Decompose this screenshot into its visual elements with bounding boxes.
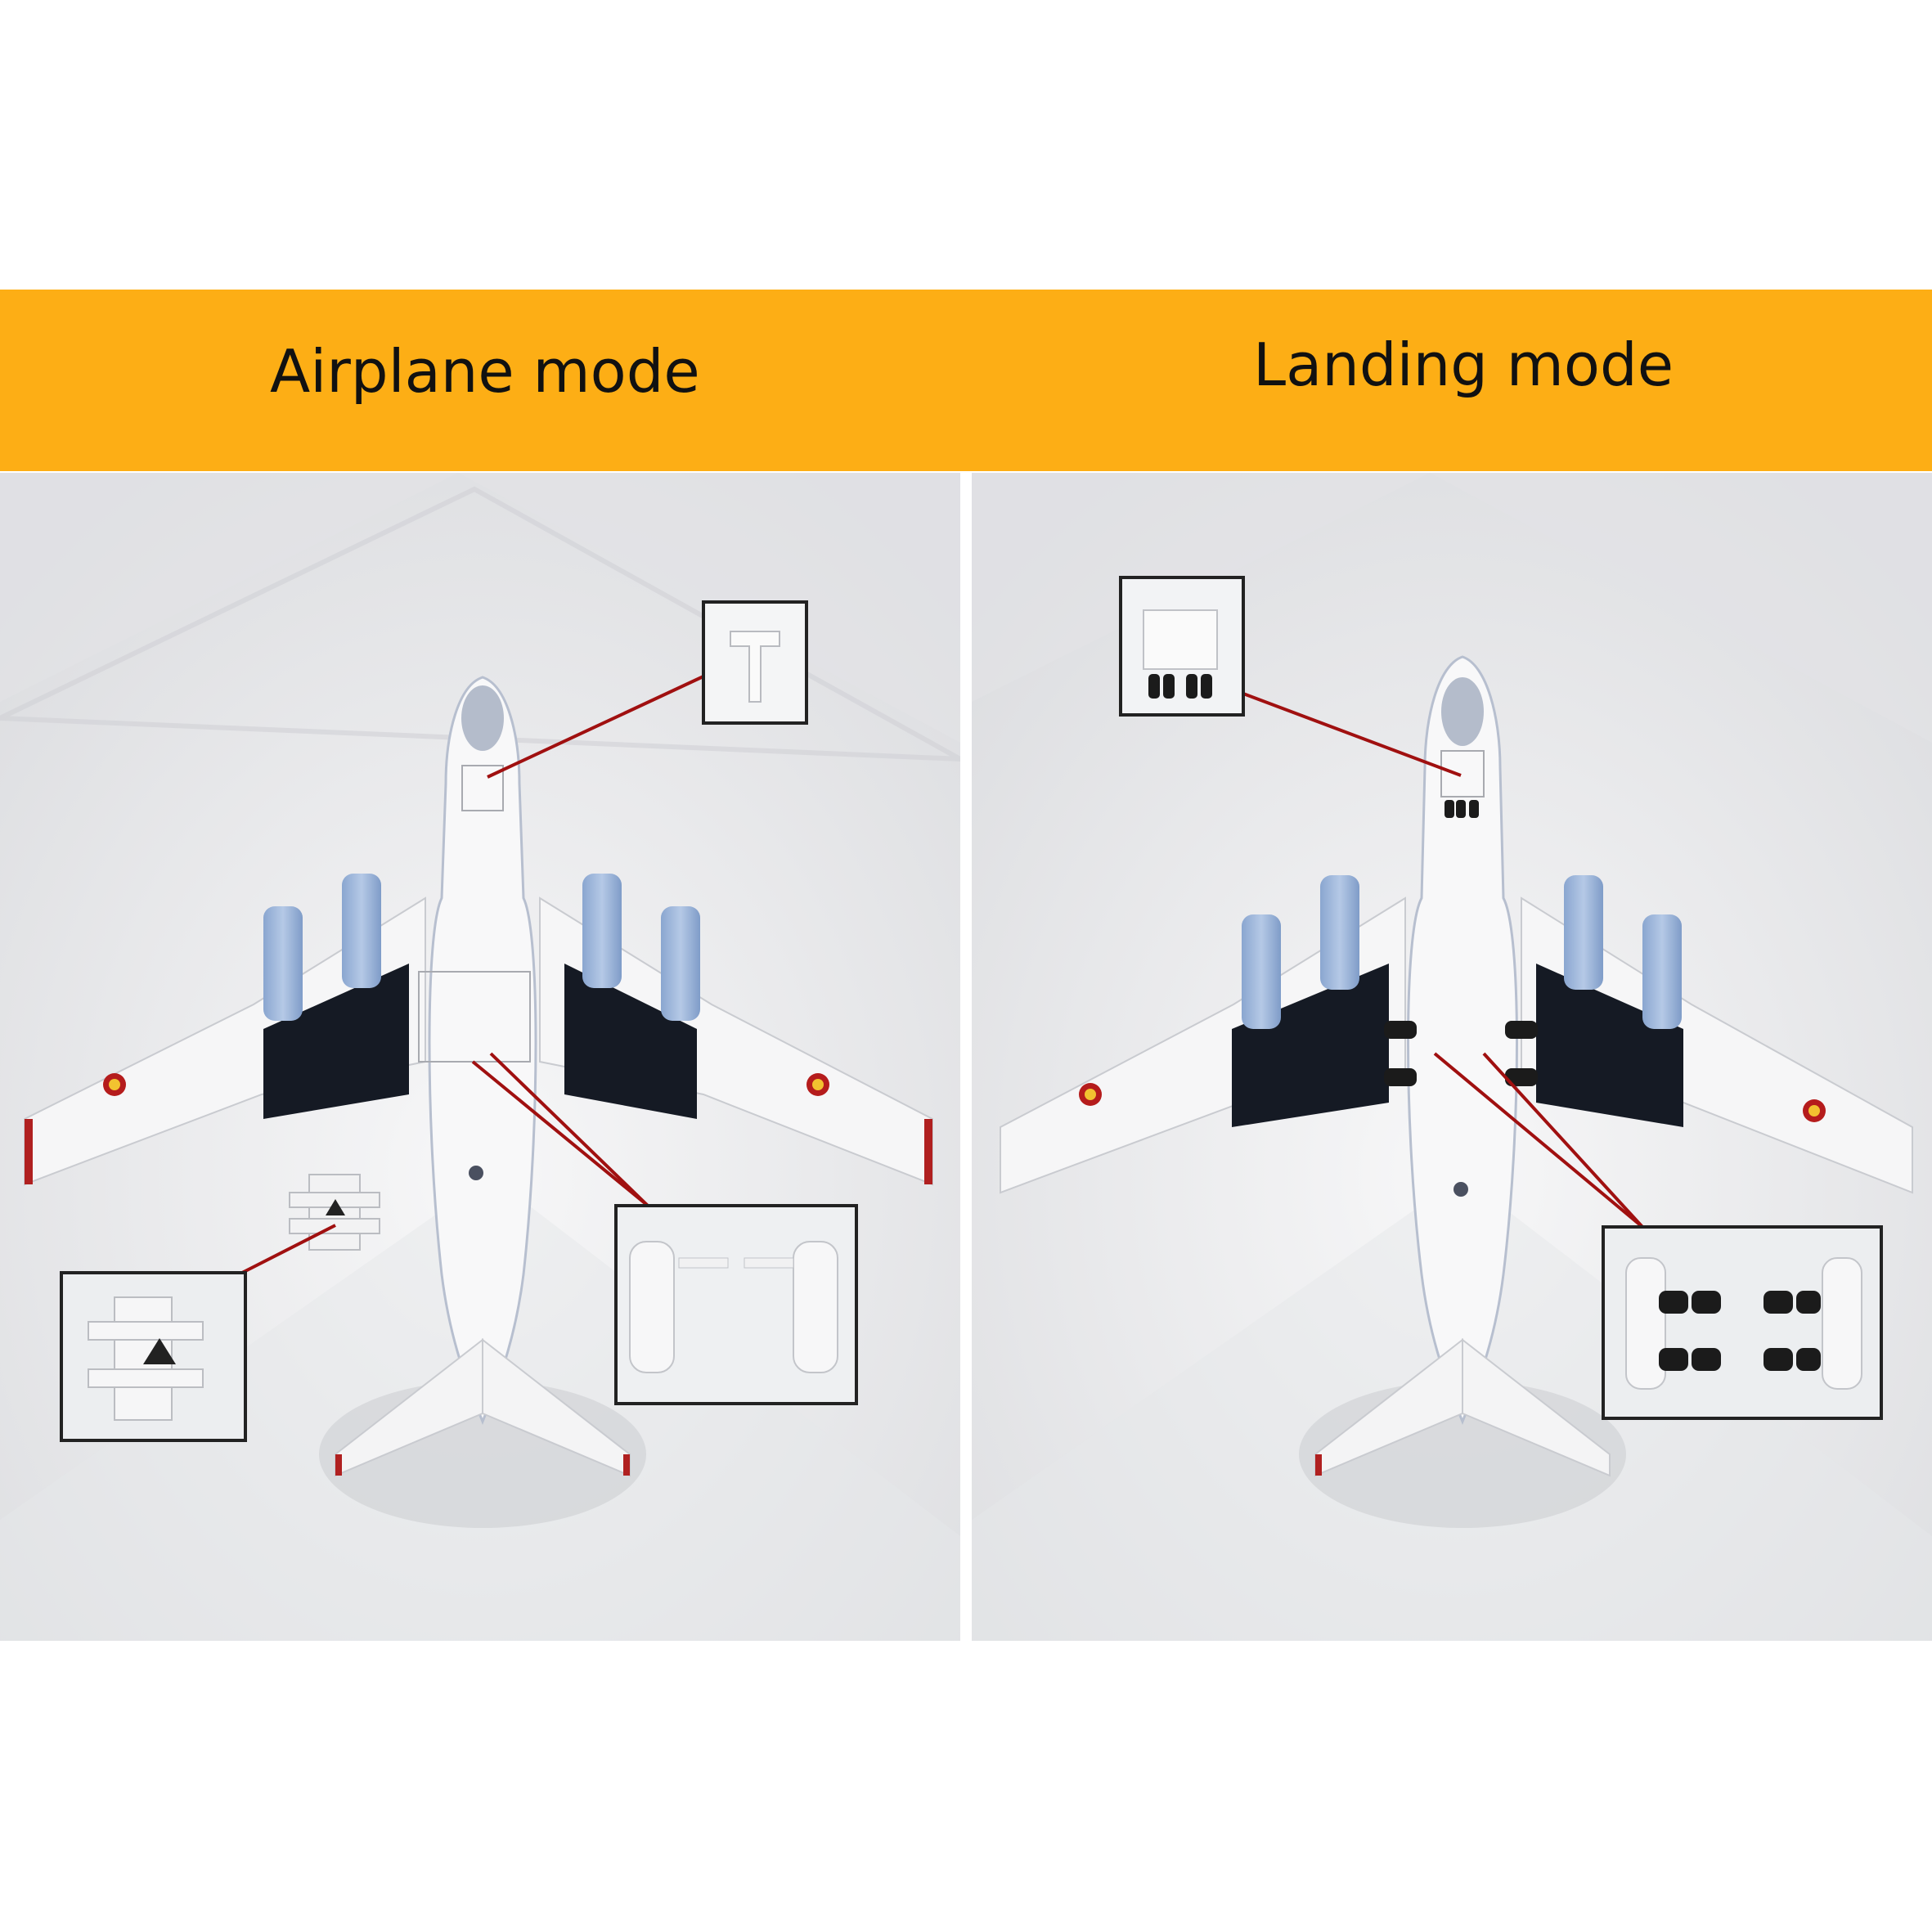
main-wheels [1384,1021,1538,1086]
callout-lines [241,674,706,1274]
main-gear-wheels-callout [1602,1225,1883,1420]
landing-mode-photo [972,473,1932,1641]
landing-mode-title: Landing mode [1253,330,1674,399]
fuselage [418,676,537,1426]
title-banner [0,290,1932,471]
landing-mode-illustration [972,473,1932,1641]
right-flaps [564,964,697,1119]
fuselage [1407,655,1518,1426]
main-gear-callout [614,1204,858,1405]
display-stand [289,1174,380,1251]
right-star-roundel [1803,1099,1826,1122]
nose-wheels [1445,800,1479,818]
tail [335,1337,631,1477]
left-flaps [263,964,409,1119]
left-star-roundel [103,1073,126,1096]
right-star-roundel [806,1073,829,1096]
left-star-roundel [1079,1083,1102,1106]
airplane-mode-illustration [0,473,960,1641]
engines [263,874,700,1021]
right-flaps [1536,964,1683,1127]
wings [24,896,933,1186]
left-flaps [1232,964,1389,1127]
nose-gear-bay-callout [702,600,808,725]
display-stand-callout [60,1271,247,1442]
wings [1000,896,1913,1194]
tail [1314,1337,1611,1477]
callout-lines [1242,692,1644,1229]
nose-gear-wheels-callout [1119,576,1245,717]
engines [1242,875,1682,1029]
airplane-mode-title: Airplane mode [270,337,700,406]
panel-divider [960,473,972,1641]
airplane-mode-photo [0,473,960,1641]
